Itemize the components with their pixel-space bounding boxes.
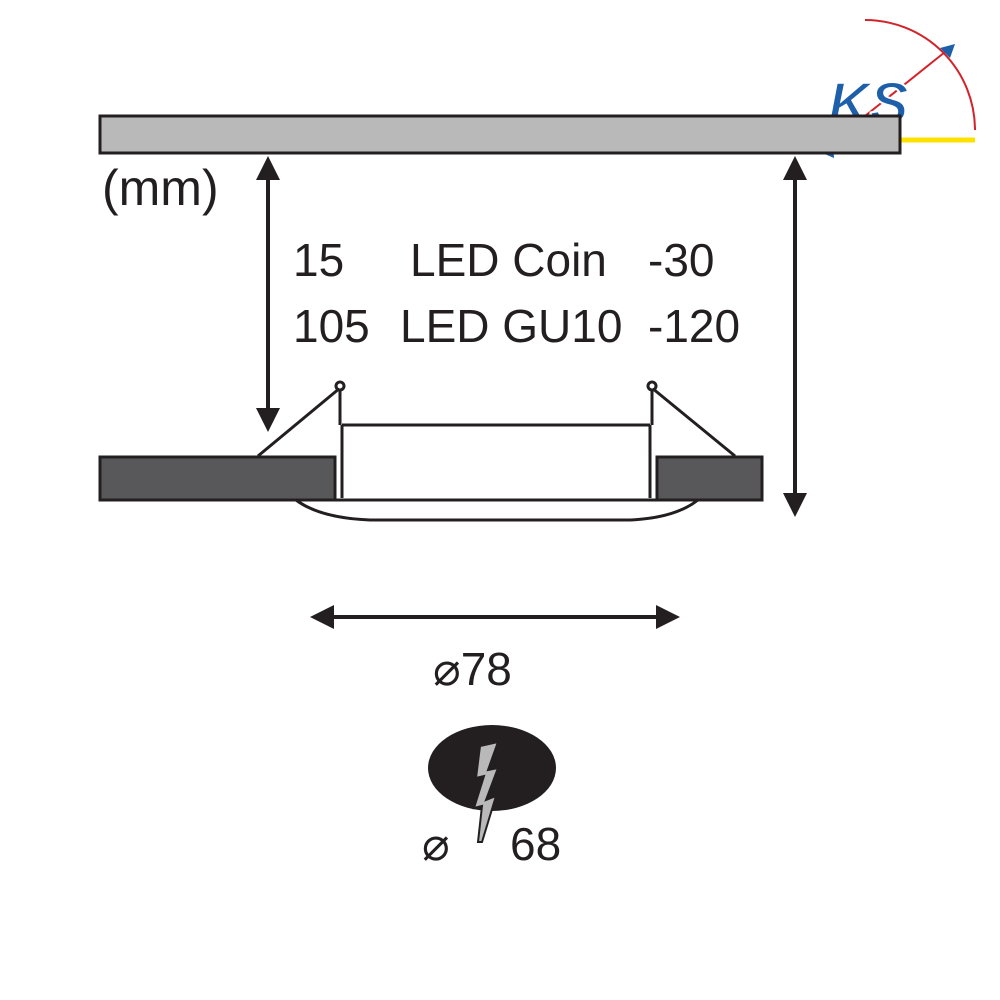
cutout-icon — [428, 725, 556, 843]
depth-table: 15 LED Coin -30 105 LED GU10 -120 — [293, 234, 740, 352]
top-panel — [98, 114, 902, 155]
unit-label: (mm) — [102, 160, 219, 216]
row-2-value: 105 — [293, 300, 370, 352]
row-1-name: LED Coin — [410, 234, 607, 286]
ceiling-board-right — [655, 455, 764, 502]
cutout-value: 68 — [510, 818, 561, 870]
cutout-symbol: ⌀ — [422, 818, 450, 870]
row-1-offset: -30 — [648, 234, 714, 286]
row-1-value: 15 — [293, 234, 344, 286]
row-2-offset: -120 — [648, 300, 740, 352]
row-2-name: LED GU10 — [400, 300, 622, 352]
lamp-fixture — [257, 380, 736, 522]
diameter-label: ⌀78 — [433, 643, 512, 695]
ceiling-board-left — [98, 455, 337, 502]
